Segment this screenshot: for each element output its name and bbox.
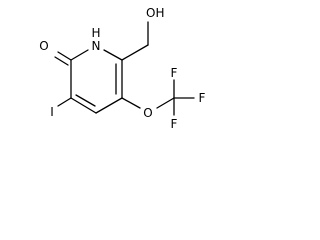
atom-label-iodine: I <box>50 105 54 119</box>
bond-c4-c3-inner <box>75 94 96 107</box>
atom-label-ether-oxygen: O <box>143 106 152 120</box>
bond-c3-i <box>57 97 72 107</box>
bond-c2-o-inner <box>54 56 69 66</box>
atom-label-carbonyl-oxygen: O <box>39 39 48 53</box>
atom-label-fluorine-top: F <box>171 66 178 80</box>
bond-c6-ch2 <box>121 44 149 61</box>
bond-c5-c4 <box>95 97 123 114</box>
bond-o-cf3 <box>156 97 175 109</box>
bond-c4-c3 <box>70 97 97 114</box>
chemical-structure: OH N H O I O F F F <box>39 6 205 131</box>
bond-c5-o <box>121 97 141 109</box>
bond-n1-c6 <box>103 49 123 61</box>
atom-label-fluorine-right: F <box>199 91 206 105</box>
atom-label-hydroxyl: OH <box>146 6 164 20</box>
bond-c2-n1 <box>70 49 89 61</box>
atom-label-fluorine-bottom: F <box>171 117 178 131</box>
bonds <box>54 21 195 116</box>
bond-c2-o-outer <box>57 51 72 61</box>
atom-label-ring-nitrogen: N <box>92 39 101 53</box>
atom-label-ring-nitrogen-hydrogen: H <box>91 26 100 40</box>
atom-labels: OH N H O I O F F F <box>39 6 205 131</box>
